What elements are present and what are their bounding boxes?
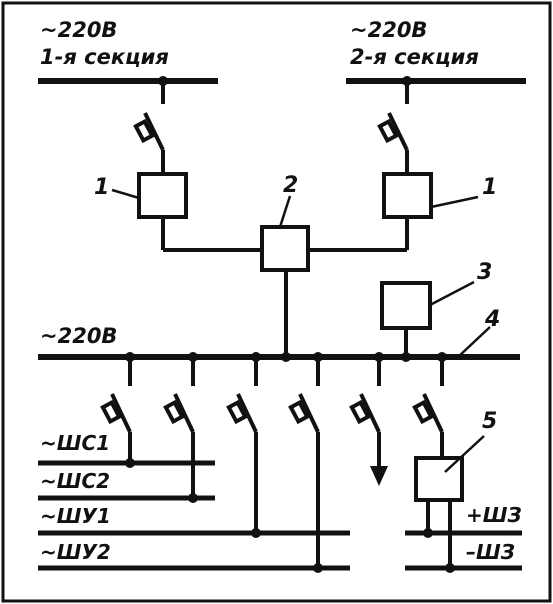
switch-1-blade (110, 393, 132, 433)
junction-main-6 (374, 352, 384, 362)
feeder-right-switch-blade (387, 112, 409, 151)
source-right-voltage: ~220В (350, 18, 427, 42)
bus-sc2-label: ~ШС2 (40, 469, 110, 493)
source-left-section: 1-я секция (40, 45, 169, 69)
junction-main-8 (437, 352, 447, 362)
junction-src2 (402, 76, 412, 86)
junction-plus-sz (423, 528, 433, 538)
device-1-right (382, 172, 433, 219)
switch-1-latch (100, 399, 122, 425)
feeder-left-switch-latch (133, 118, 155, 144)
callout-5: 5 (482, 409, 497, 434)
junction-su2 (313, 563, 323, 573)
switch-5-latch (349, 399, 371, 425)
leader-5 (444, 435, 485, 473)
device-2 (260, 225, 310, 272)
leader-1-right (430, 195, 479, 209)
switch-2-blade (173, 393, 195, 433)
leader-1-left (111, 188, 140, 200)
feeder-right-switch-latch (377, 118, 399, 144)
device-1-left (137, 172, 188, 219)
bus-plus-sz-label: +ШЗ (466, 503, 522, 527)
callout-1-left: 1 (94, 175, 109, 200)
junction-main-2 (188, 352, 198, 362)
bus-su2-label: ~ШУ2 (40, 540, 111, 564)
leader-3 (429, 280, 475, 307)
switch-3-latch (226, 399, 248, 425)
switch-4-blade (298, 393, 320, 433)
switch-6-latch (412, 399, 434, 425)
junction-main-5 (313, 352, 323, 362)
junction-src1 (158, 76, 168, 86)
device-3 (380, 281, 432, 330)
switch-2-latch (163, 399, 185, 425)
switch-4-latch (288, 399, 310, 425)
callout-1-right: 1 (482, 175, 497, 200)
leader-2 (278, 195, 292, 228)
junction-main-3 (251, 352, 261, 362)
leader-4 (457, 326, 491, 358)
junction-main-7 (401, 352, 411, 362)
junction-su1 (251, 528, 261, 538)
bus-su1-label: ~ШУ1 (40, 504, 111, 528)
output-arrow-head (370, 466, 388, 486)
main-bus-label: ~220В (40, 324, 117, 348)
callout-4: 4 (484, 307, 500, 332)
junction-main-1 (125, 352, 135, 362)
junction-sc1 (125, 458, 135, 468)
source-left-voltage: ~220В (40, 18, 117, 42)
switch-5-blade (359, 393, 381, 433)
switch-3-blade (236, 393, 258, 433)
callout-3: 3 (477, 260, 492, 285)
bus-sc1-label: ~ШС1 (40, 431, 110, 455)
bus-minus-sz-label: –ШЗ (466, 540, 515, 564)
device-5 (414, 456, 464, 502)
junction-sc2 (188, 493, 198, 503)
switch-6-blade (422, 393, 444, 433)
feeder-left-switch-blade (143, 112, 165, 151)
junction-minus-sz (445, 563, 455, 573)
source-right-section: 2-я секция (350, 45, 479, 69)
junction-main-4 (281, 352, 291, 362)
callout-2: 2 (283, 173, 298, 198)
